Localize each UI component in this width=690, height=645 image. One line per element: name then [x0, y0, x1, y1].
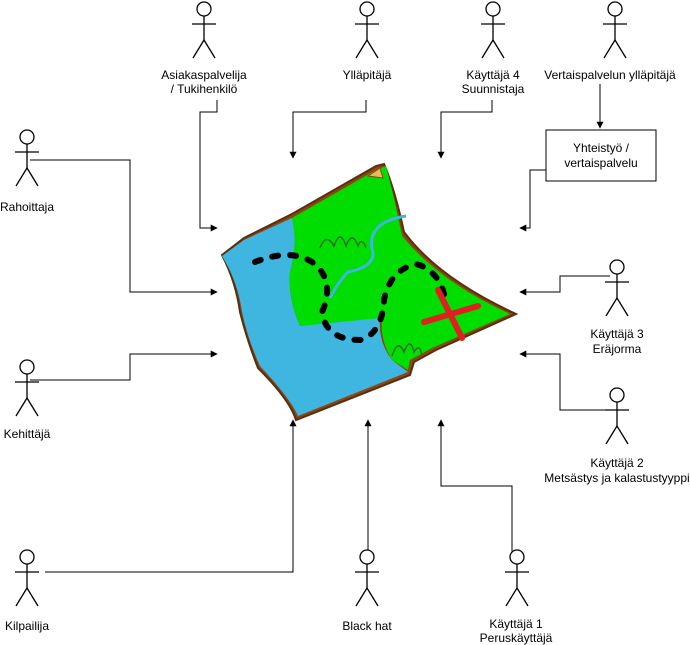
connector-kayttaja-4 [437, 100, 493, 159]
actor-black-hat[interactable]: Black hat [342, 549, 392, 633]
actor-label-yllapitaja: Ylläpitäjä [343, 68, 392, 82]
actor-kayttaja-4[interactable]: Käyttäjä 4 Suunnistaja [462, 1, 525, 96]
connector-rahoittaja [30, 159, 218, 296]
actor-label-kayttaja-4-1: Käyttäjä 4 [466, 68, 520, 82]
connector-kayttaja-1 [437, 419, 513, 552]
actor-label-kayttaja-1-2: Peruskäyttäjä [480, 631, 553, 645]
connector-kayttaja-3 [519, 275, 610, 296]
stick-figure-icon [480, 1, 506, 59]
actor-rahoittaja[interactable]: Rahoittaja [0, 129, 54, 214]
connectors [30, 84, 610, 573]
connector-kilpailija [45, 419, 297, 573]
actor-label-kilpailija: Kilpailija [5, 619, 49, 633]
stick-figure-icon [14, 359, 40, 417]
stick-figure-icon [604, 259, 630, 317]
actor-asiakaspalvelija[interactable]: Asiakaspalvelija / Tukihenkilö [161, 1, 247, 96]
actor-yllapitaja[interactable]: Ylläpitäjä [343, 1, 392, 82]
actor-label-asiakaspalvelija-1: Asiakaspalvelija [161, 68, 247, 82]
connector-yllapitaja [289, 100, 367, 159]
actor-kayttaja-3[interactable]: Käyttäjä 3 Eräjorma [590, 259, 644, 356]
actor-label-black-hat: Black hat [342, 619, 392, 633]
actor-label-kayttaja-4-2: Suunnistaja [462, 82, 525, 96]
actor-label-rahoittaja: Rahoittaja [0, 200, 54, 214]
actor-label-kayttaja-2-1: Käyttäjä 2 [590, 456, 644, 470]
actor-label-kayttaja-2-2: Metsästys ja kalastustyyppi [544, 471, 689, 485]
actor-label-kayttaja-1-1: Käyttäjä 1 [489, 617, 543, 631]
connector-asiakaspalvelija [199, 100, 218, 232]
actor-kayttaja-2[interactable]: Käyttäjä 2 Metsästys ja kalastustyyppi [544, 387, 690, 485]
actor-label-asiakaspalvelija-2: / Tukihenkilö [171, 82, 238, 96]
stick-figure-icon [504, 549, 530, 607]
yhteistyo-label-2: vertaispalvelu [564, 156, 637, 170]
stick-figure-icon [354, 549, 380, 607]
treasure-map-icon [220, 162, 519, 422]
stick-figure-icon [191, 1, 217, 59]
stick-figure-icon [14, 549, 40, 607]
yhteistyo-box[interactable]: Yhteistyö / vertaispalvelu [545, 129, 657, 182]
actor-kayttaja-1[interactable]: Käyttäjä 1 Peruskäyttäjä [480, 549, 553, 645]
actor-vertaispalvelun-yllapitaja[interactable]: Vertaispalvelun ylläpitäjä [544, 1, 676, 82]
stick-figure-icon [602, 1, 628, 59]
actor-label-kayttaja-3-2: Eräjorma [593, 342, 642, 356]
actor-label-kehittaja: Kehittäjä [4, 427, 51, 441]
stick-figure-icon [14, 129, 40, 187]
connector-kehittaja [30, 350, 218, 381]
actor-label-vertaispalvelun-yllapitaja: Vertaispalvelun ylläpitäjä [544, 68, 676, 82]
connector-kayttaja-2 [519, 350, 608, 411]
connector-yhteistyo [519, 169, 546, 232]
actor-label-kayttaja-3-1: Käyttäjä 3 [590, 327, 644, 341]
stick-figure-icon [354, 1, 380, 59]
stick-figure-icon [604, 387, 630, 445]
actor-kilpailija[interactable]: Kilpailija [5, 549, 49, 633]
actor-kehittaja[interactable]: Kehittäjä [4, 359, 51, 441]
yhteistyo-label-1: Yhteistyö / [573, 141, 630, 155]
